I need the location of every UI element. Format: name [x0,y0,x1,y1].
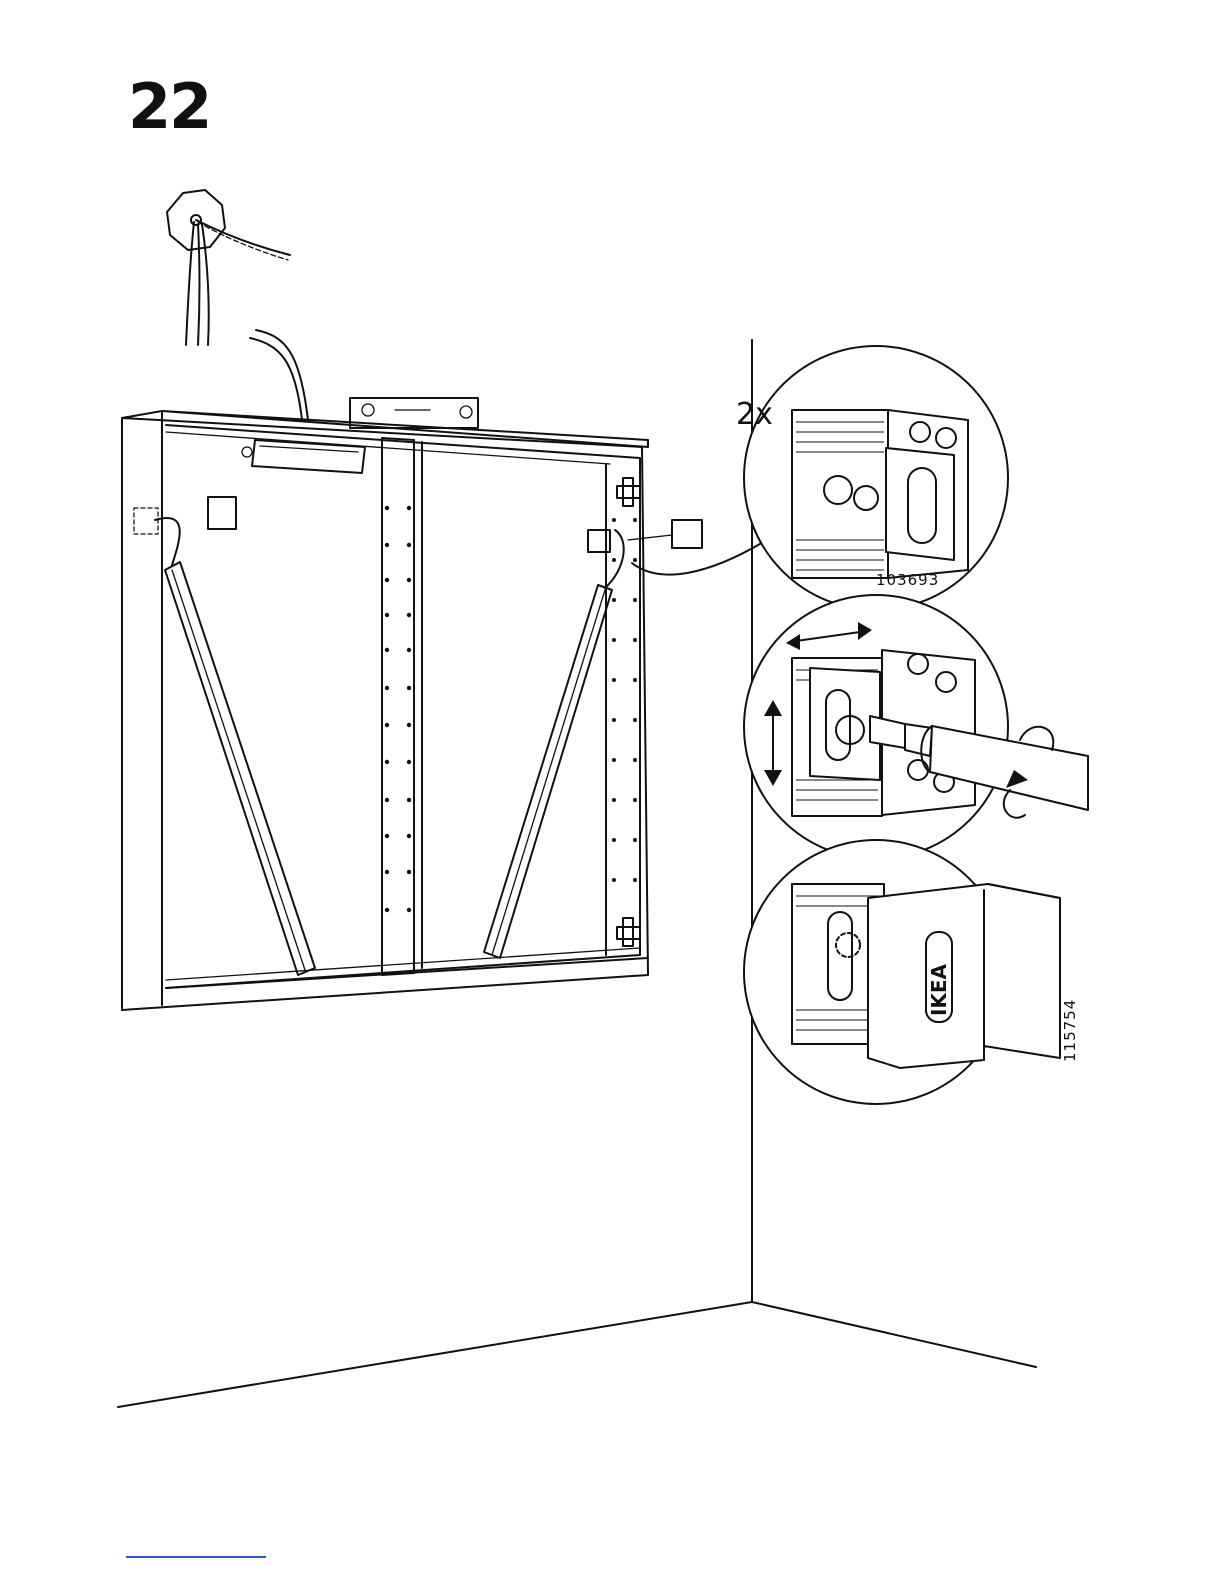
mirror-cabinet-icon [122,398,648,1010]
detail-bracket-circle: 103693 [744,346,1008,610]
power-cable [250,338,302,420]
quantity-label: 2x [736,397,773,432]
footer-link-underline[interactable] [126,1556,266,1558]
cover-part-number: 115754 [1061,999,1079,1062]
cover-logo: IKEA [927,963,951,1016]
detail-cover-circle: IKEA 115754 [744,840,1079,1104]
bracket-part-number: 103693 [876,571,939,589]
ceiling-junction-box-icon [167,190,290,345]
